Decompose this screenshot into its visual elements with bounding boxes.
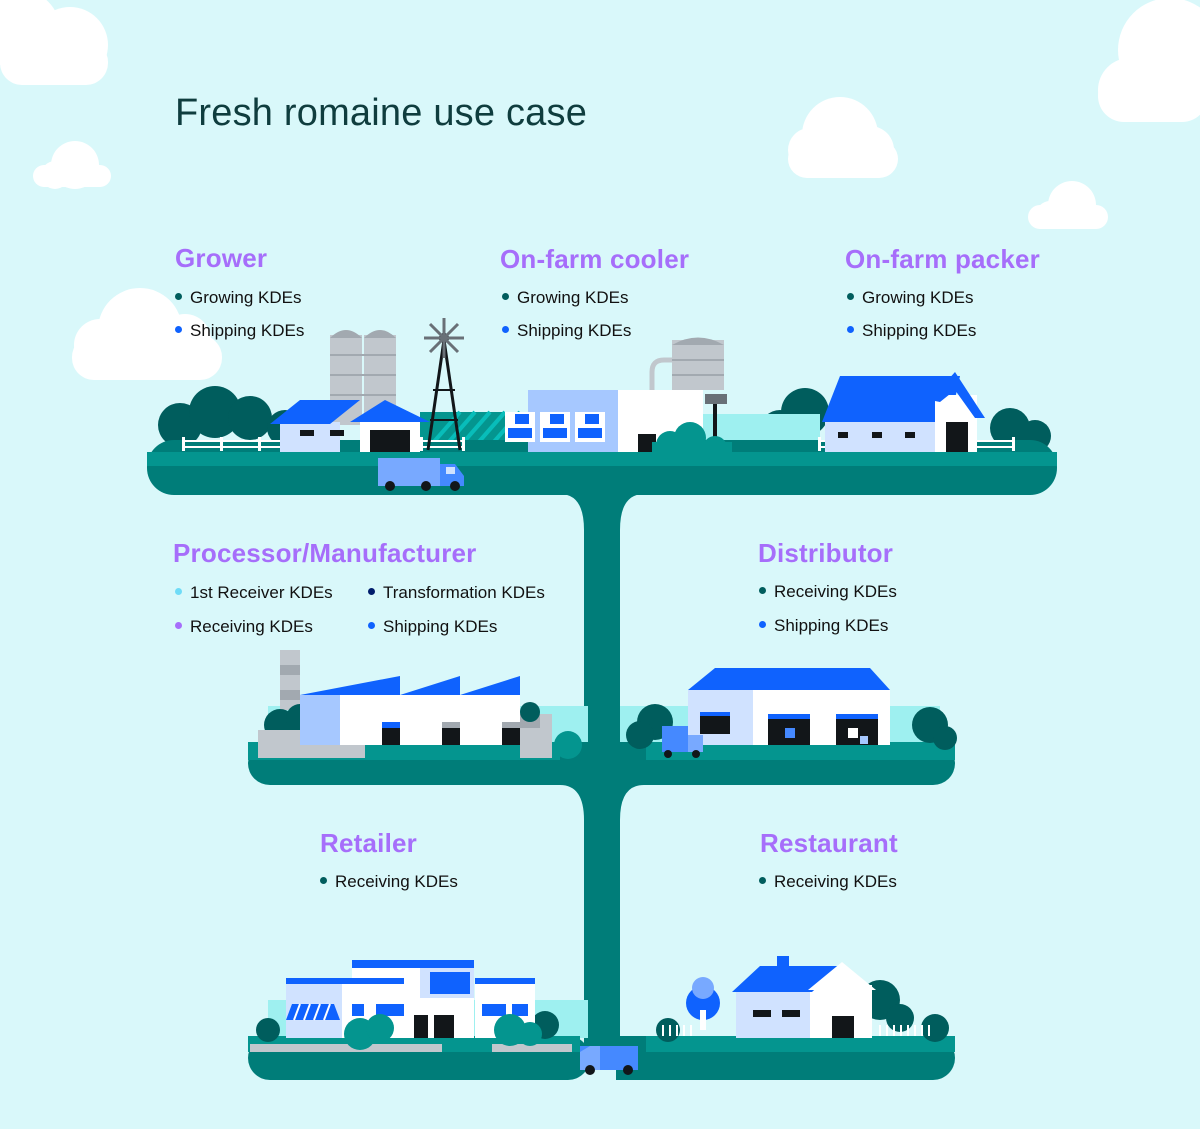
bullet-dot-icon xyxy=(368,588,375,596)
bullet-dot-icon xyxy=(847,293,854,301)
stage-title-grower: Grower xyxy=(175,243,268,273)
kde-item: Receiving KDEs xyxy=(759,582,897,602)
clouds xyxy=(0,0,1200,380)
stage-title-retailer: Retailer xyxy=(320,828,417,858)
kde-item: Shipping KDEs xyxy=(502,321,631,341)
bullet-dot-icon xyxy=(847,326,854,334)
distributor-warehouse xyxy=(688,668,890,745)
cloud-icon xyxy=(33,141,111,189)
packer-barn xyxy=(822,372,985,452)
delivery-truck-icon xyxy=(378,458,464,491)
grower-farmhouse xyxy=(270,400,430,452)
kde-item: Receiving KDEs xyxy=(320,872,458,892)
forklift-truck-icon xyxy=(662,726,703,758)
cloud-icon xyxy=(1028,181,1108,229)
bullet-dot-icon xyxy=(320,877,327,885)
bullet-dot-icon xyxy=(502,326,509,334)
stage-title-distributor: Distributor xyxy=(758,538,894,568)
delivery-van-icon xyxy=(580,1046,638,1075)
kde-item: Receiving KDEs xyxy=(759,872,897,892)
stage-title-packer: On-farm packer xyxy=(845,244,1040,274)
cloud-icon xyxy=(72,288,222,380)
middle-platforms xyxy=(248,650,957,785)
kde-item: Growing KDEs xyxy=(175,288,301,308)
stage-title-processor: Processor/Manufacturer xyxy=(173,538,477,568)
restaurant-house xyxy=(686,956,876,1038)
cloud-icon xyxy=(788,97,898,178)
factory-building xyxy=(258,650,582,759)
retail-store xyxy=(286,960,542,1050)
kde-item: Transformation KDEs xyxy=(368,583,545,603)
stage-title-cooler: On-farm cooler xyxy=(500,244,690,274)
stage-title-restaurant: Restaurant xyxy=(760,828,898,858)
kde-item: Growing KDEs xyxy=(502,288,628,308)
windmill-icon xyxy=(424,318,464,451)
page-title: Fresh romaine use case xyxy=(175,92,588,134)
bullet-dot-icon xyxy=(759,587,766,595)
kde-item: Shipping KDEs xyxy=(175,321,304,341)
top-platform xyxy=(147,318,1057,495)
bullet-dot-icon xyxy=(368,622,375,630)
kde-item: 1st Receiver KDEs xyxy=(175,583,333,603)
cooler-building xyxy=(505,337,732,460)
bullet-dot-icon xyxy=(175,622,182,630)
tree-icon xyxy=(686,977,720,1030)
kde-item: Shipping KDEs xyxy=(847,321,976,341)
bullet-dot-icon xyxy=(175,588,182,596)
bullet-dot-icon xyxy=(502,293,509,301)
kde-item: Receiving KDEs xyxy=(175,617,313,637)
bullet-dot-icon xyxy=(175,326,182,334)
cloud-icon xyxy=(1098,0,1200,122)
cloud-icon xyxy=(0,0,108,85)
kde-item: Shipping KDEs xyxy=(368,617,497,637)
bottom-platforms xyxy=(248,956,955,1080)
bullet-dot-icon xyxy=(175,293,182,301)
kde-item: Growing KDEs xyxy=(847,288,973,308)
kde-item: Shipping KDEs xyxy=(759,616,888,636)
bullet-dot-icon xyxy=(759,621,766,629)
bullet-dot-icon xyxy=(759,877,766,885)
